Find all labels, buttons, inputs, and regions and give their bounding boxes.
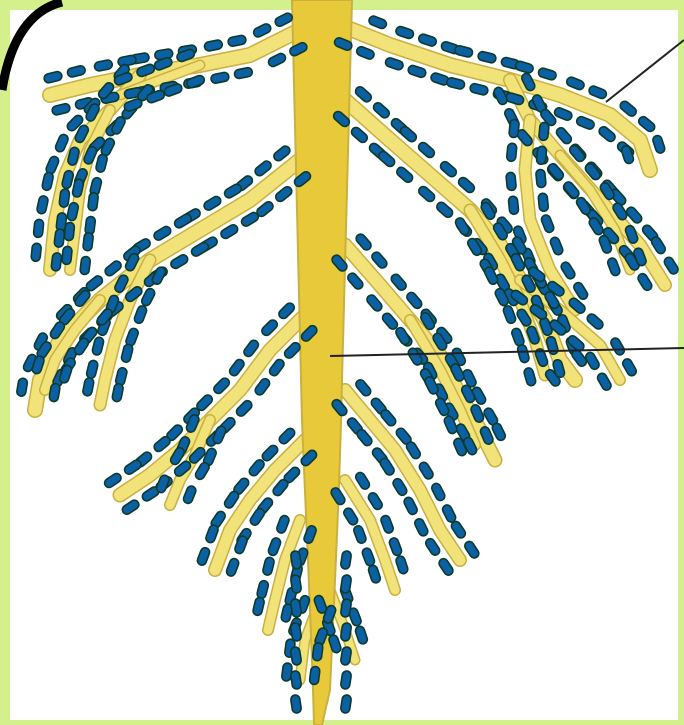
root-hair	[309, 666, 320, 685]
root-hair	[290, 550, 302, 569]
root-hair	[290, 598, 302, 617]
root-hair	[290, 646, 302, 665]
root-hair	[536, 169, 547, 188]
root-hair	[340, 622, 352, 641]
root-hair	[506, 172, 517, 191]
root-hair	[290, 574, 302, 593]
root-hair	[33, 219, 44, 238]
root-hair	[51, 252, 62, 271]
root-hair	[340, 694, 352, 713]
root-hair	[59, 189, 70, 208]
root-hair	[340, 646, 352, 665]
root-hair	[340, 598, 352, 617]
root-hair	[290, 694, 302, 713]
root-hair	[80, 256, 91, 275]
root-hair	[85, 216, 96, 235]
root-hair	[290, 670, 302, 689]
root-hair	[312, 642, 323, 661]
root-hair	[506, 143, 517, 162]
root-hair	[88, 192, 99, 211]
root-hair	[508, 196, 519, 215]
root-hair	[31, 243, 42, 262]
root-hair	[340, 670, 352, 689]
root-hair	[539, 122, 550, 141]
root-hair	[509, 119, 520, 138]
root-hair	[340, 550, 352, 569]
root-hair	[83, 232, 94, 251]
root-hair	[340, 574, 352, 593]
root-hair	[54, 229, 65, 248]
root-hair	[538, 193, 549, 212]
root-hair	[536, 146, 547, 165]
root-hair	[290, 622, 302, 641]
root-hair	[62, 246, 73, 265]
